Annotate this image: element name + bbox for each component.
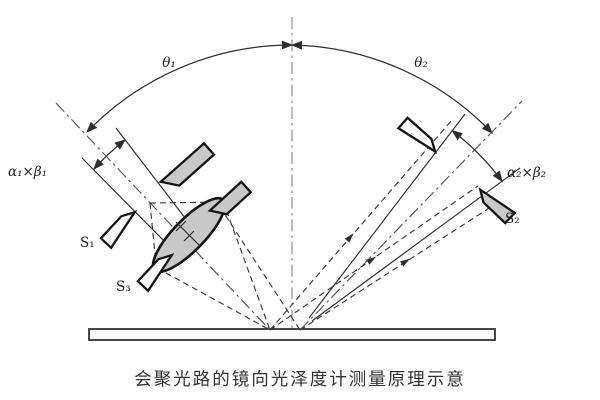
receiver-aperture-pointer [396, 116, 438, 155]
alpha1-aperture-arc [93, 139, 126, 170]
field-stop-label: S₃ [116, 279, 131, 295]
sample-surface [88, 328, 496, 341]
receiver-slit-label: S₂ [505, 211, 520, 227]
reflected-beam-edge-upper [308, 113, 466, 319]
theta1-label: θ₁ [162, 55, 176, 71]
source-slit-pointer [99, 210, 138, 250]
incident-optical-axis [55, 102, 271, 331]
incident-beam-edge-lower [81, 157, 171, 248]
receiver-slit-plate [478, 187, 517, 225]
reflected-marginal-rays [269, 119, 498, 331]
reflected-beam-edge-lower [311, 167, 521, 322]
theta1-angle-arc [86, 40, 294, 133]
gray-aperture-plates [158, 141, 517, 225]
lens-aperture-plate [207, 180, 253, 216]
alpha1-beta1-label: α₁×β₁ [8, 164, 47, 180]
figure-caption: 会聚光路的镜向光泽度计测量原理示意 [134, 370, 466, 390]
lens-axis-marks [175, 220, 201, 247]
ray-direction-arrows [344, 233, 411, 267]
field-aperture-plate [158, 141, 216, 187]
incident-marginal-rays [149, 200, 301, 331]
white-slit-pointers [99, 116, 438, 293]
source-slit-label: S₁ [80, 235, 95, 251]
field-stop-pointer [136, 253, 175, 293]
alpha2-beta2-label: α₂×β₂ [507, 165, 546, 181]
theta2-label: θ₂ [414, 55, 428, 71]
theta2-angle-arc [290, 40, 493, 134]
alpha2-aperture-arc [451, 129, 503, 183]
